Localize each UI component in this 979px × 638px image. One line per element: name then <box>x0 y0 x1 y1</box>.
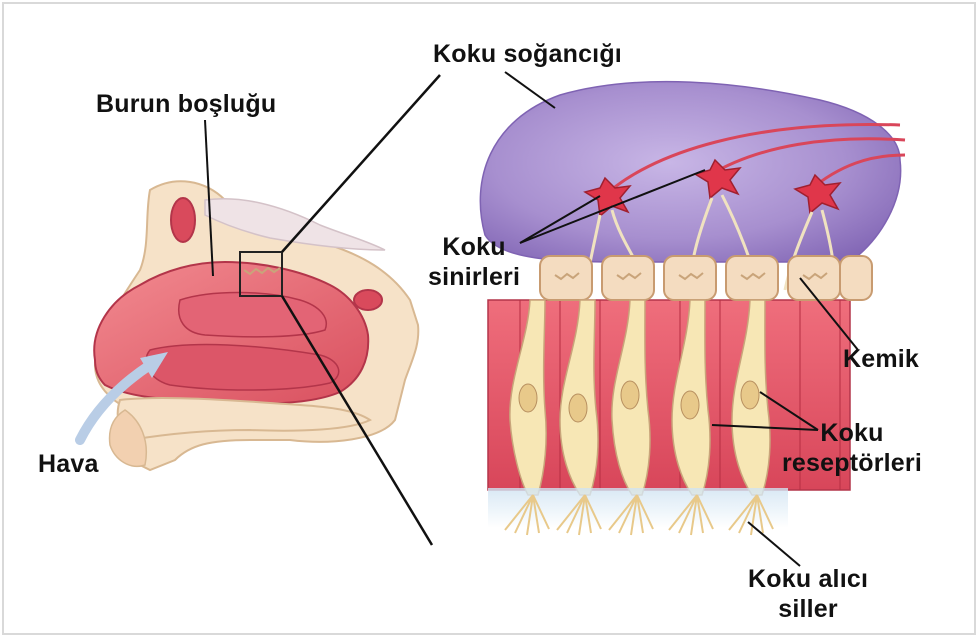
sphenoid-sinus <box>354 290 382 310</box>
label-olfactory-cilia: Koku alıcı siller <box>748 564 868 624</box>
label-bone: Kemik <box>843 345 919 374</box>
label-nasal-cavity: Burun boşluğu <box>96 90 276 119</box>
mucus-layer <box>488 488 788 528</box>
frontal-sinus <box>171 198 195 242</box>
cribriform-bone <box>540 256 872 300</box>
label-olfactory-nerves-line2: sinirleri <box>428 262 520 292</box>
label-olfactory-receptors: Koku reseptörleri <box>782 418 922 478</box>
label-olfactory-bulb: Koku soğancığı <box>433 40 622 69</box>
label-olfactory-nerves: Koku sinirleri <box>428 232 520 292</box>
label-olfactory-receptors-line1: Koku <box>782 418 922 448</box>
label-olfactory-cilia-line2: siller <box>748 594 868 624</box>
label-olfactory-nerves-line1: Koku <box>428 232 520 262</box>
label-olfactory-cilia-line1: Koku alıcı <box>748 564 868 594</box>
label-olfactory-receptors-line2: reseptörleri <box>782 448 922 478</box>
label-air: Hava <box>38 450 99 479</box>
